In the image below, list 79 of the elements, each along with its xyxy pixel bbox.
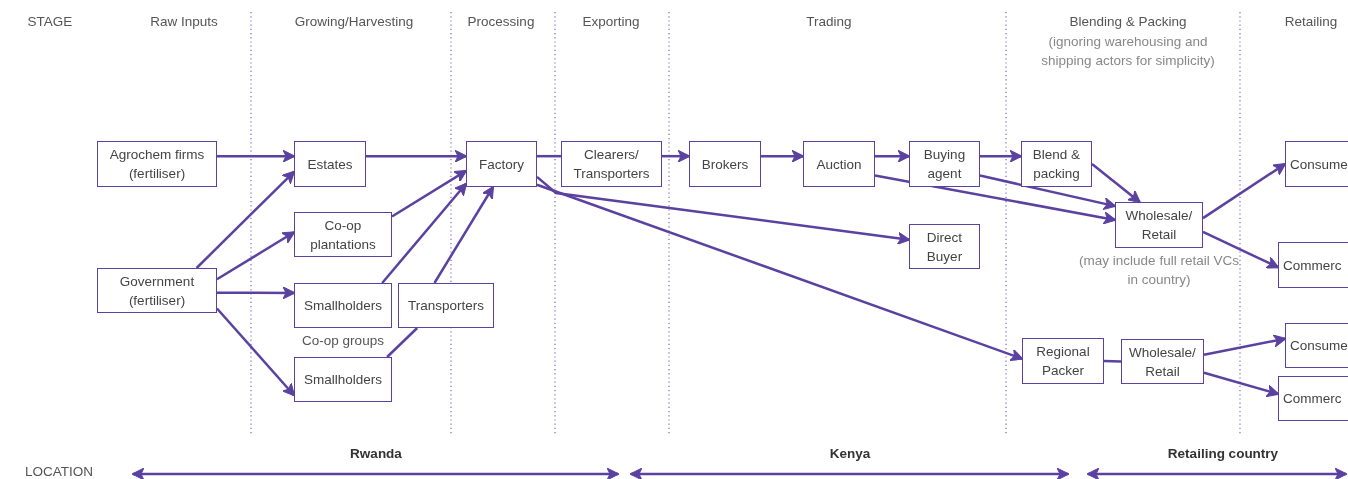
- column-heading: Retailing: [1284, 13, 1338, 31]
- box-label: Smallholders: [303, 371, 382, 389]
- arrow: [979, 174, 1117, 211]
- box-label: Auction: [816, 155, 862, 174]
- column-heading: Growing/Harvesting: [294, 13, 414, 31]
- box-label: Transporters: [408, 297, 484, 315]
- column-heading: Co-op groups: [302, 332, 384, 350]
- process-box: [294, 141, 366, 187]
- arrow: [216, 231, 296, 281]
- column-heading: STAGE: [27, 13, 73, 31]
- arrow: [875, 149, 911, 163]
- box-label: Commerc: [1283, 390, 1342, 408]
- box-label: Commerc: [1283, 256, 1342, 275]
- box-label: Blend & packing: [1031, 146, 1082, 183]
- process-box: [803, 141, 875, 187]
- arrow: [381, 182, 468, 284]
- column-heading: Raw Inputs: [150, 13, 218, 31]
- arrow: [391, 169, 468, 218]
- arrow: [1202, 162, 1287, 220]
- box-label: Agrochem firms (fertiliser): [108, 146, 206, 183]
- process-box: [909, 224, 980, 269]
- arrow: [1202, 230, 1280, 269]
- box-label: Wholesale/ Retail: [1128, 343, 1197, 381]
- process-box: [97, 141, 217, 187]
- process-box: [1115, 202, 1203, 248]
- process-box: [909, 141, 980, 187]
- arrow: [217, 149, 296, 163]
- box-label: Brokers: [701, 155, 749, 174]
- process-box: [689, 141, 761, 187]
- column-heading: Exporting: [582, 13, 640, 31]
- process-box: [1121, 339, 1204, 384]
- box-label: Smallholders: [303, 297, 382, 315]
- arrow: [366, 149, 468, 163]
- box-label: Regional Packer: [1035, 343, 1091, 380]
- location-label: Retailing country: [1167, 445, 1279, 463]
- box-label: Wholesale/ Retail: [1124, 207, 1194, 244]
- box-label: Clearers/ Transporters: [572, 146, 651, 183]
- box-label: Buying agent: [922, 146, 967, 183]
- process-box: [97, 268, 217, 313]
- arrow: [1203, 371, 1280, 398]
- location-label: Kenya: [829, 445, 871, 463]
- process-box: [1278, 242, 1348, 288]
- box-label: Factory: [479, 155, 524, 174]
- arrow: [195, 170, 296, 269]
- process-box: [294, 283, 392, 328]
- process-box: [1285, 323, 1348, 368]
- arrow: [216, 307, 296, 397]
- arrow: [874, 174, 1117, 225]
- process-box: [1278, 376, 1348, 421]
- column-heading: Blending & Packing: [1069, 13, 1187, 31]
- arrow: [980, 149, 1023, 163]
- arrow: [536, 183, 1024, 362]
- note-text: (may include full retail VCs in country): [1079, 252, 1239, 289]
- process-box: [1022, 338, 1104, 384]
- arrow: [662, 149, 691, 163]
- column-heading: LOCATION: [25, 463, 93, 479]
- process-box: [294, 357, 392, 402]
- box-label: Consume: [1290, 155, 1348, 174]
- arrow: [1091, 163, 1141, 204]
- note-text: (ignoring warehousing and shipping actors for simplicity): [1040, 33, 1216, 70]
- box-label: Direct Buyer: [925, 228, 964, 266]
- box-label: Consume: [1290, 337, 1348, 355]
- process-box: [466, 141, 537, 187]
- location-label: Rwanda: [350, 445, 402, 463]
- arrow: [433, 185, 495, 284]
- process-box: [398, 283, 494, 328]
- arrow: [217, 286, 296, 300]
- arrow: [536, 175, 911, 245]
- box-label: Estates: [307, 155, 353, 174]
- process-box: [1285, 141, 1348, 187]
- arrow: [1203, 334, 1287, 356]
- process-box: [294, 212, 392, 257]
- process-box: [1021, 141, 1092, 187]
- process-box: [561, 141, 662, 187]
- column-heading: Trading: [806, 13, 852, 31]
- column-heading: Processing: [467, 13, 535, 31]
- box-label: Co-op plantations: [309, 216, 377, 254]
- box-label: Government (fertiliser): [118, 272, 196, 310]
- arrow: [761, 149, 805, 163]
